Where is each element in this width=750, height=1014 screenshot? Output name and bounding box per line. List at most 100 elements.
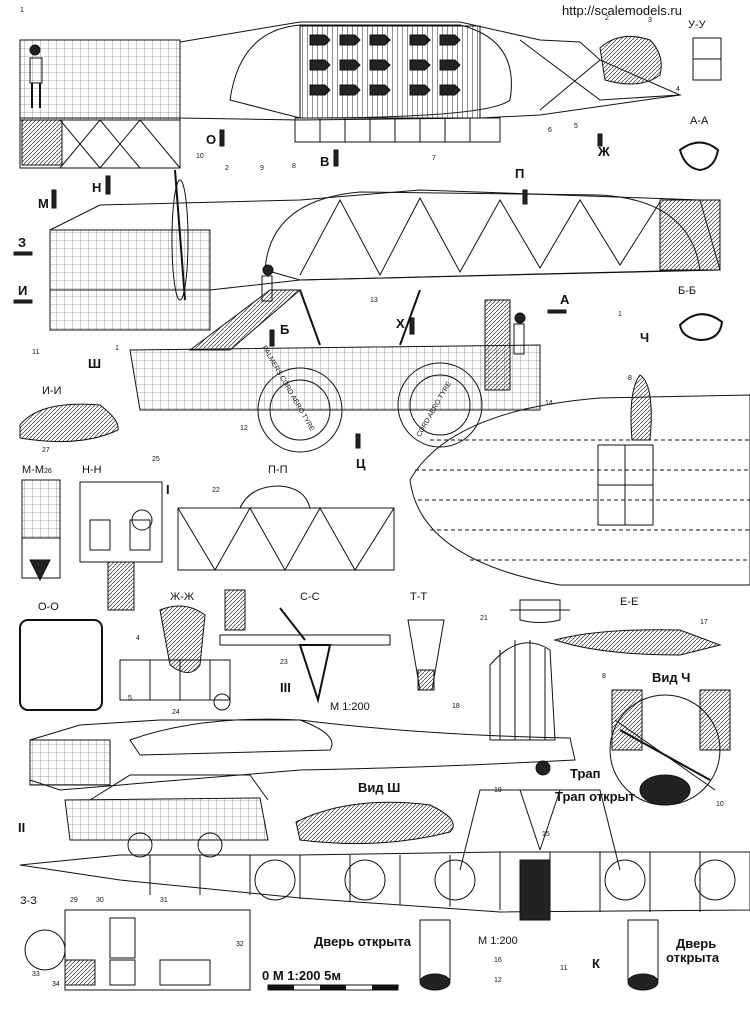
- marker-z: З: [18, 235, 26, 250]
- part-number-6-top: 6: [548, 127, 552, 134]
- view-ch-engine: [609, 689, 731, 806]
- marker-b: Б: [280, 322, 289, 337]
- view-sh-shape: [295, 801, 454, 845]
- door-open-left: Дверь открыта: [314, 934, 412, 949]
- part-number-7-top: 7: [432, 155, 436, 162]
- wing-planform: [409, 374, 750, 623]
- section-label-pp: П-П: [268, 464, 288, 476]
- part-number-16: 16: [494, 957, 502, 964]
- part-number-8: 8: [292, 163, 296, 170]
- section-label-ii: И-И: [42, 385, 61, 397]
- section-zz-shape: [24, 909, 251, 991]
- top-fuselage-cutaway: [19, 21, 682, 169]
- crew-figure-icon: [261, 264, 526, 355]
- marker-zh: Ж: [597, 144, 610, 159]
- part-number-12-b: 12: [494, 977, 502, 984]
- watermark-text: http://scalemodels.ru: [562, 3, 682, 18]
- bottom-wing-plan: [19, 789, 750, 991]
- fuselage-side-view: [49, 169, 721, 453]
- scale-bar-label: 0 М 1:200 5м: [262, 968, 341, 983]
- section-label-ss: С-С: [300, 591, 320, 603]
- part-number-2-top: 2: [605, 15, 609, 22]
- marker-sh: Ш: [88, 356, 101, 371]
- part-number-31: 31: [160, 897, 168, 904]
- part-number-5-zh: 5: [128, 695, 132, 702]
- section-bb-shape: [678, 313, 724, 342]
- section-label-nn: Н-Н: [82, 464, 102, 476]
- roman-marker-one: I: [166, 482, 170, 497]
- crew-figure-icon: [29, 44, 43, 108]
- part-number-12: 12: [240, 425, 248, 432]
- section-label-mm: М-М: [22, 464, 44, 476]
- section-ii-shape: [19, 403, 119, 443]
- section-label-tt: Т-Т: [410, 591, 427, 603]
- part-number-32: 32: [236, 941, 244, 948]
- part-number-21: 21: [480, 615, 488, 622]
- section-pp-shape: [177, 485, 395, 572]
- section-label-bb: Б-Б: [678, 285, 696, 297]
- landing-wheel-left: [257, 367, 343, 453]
- part-number-11: 11: [32, 349, 39, 356]
- part-number-2-side: 2: [225, 165, 229, 172]
- part-number-29: 29: [70, 897, 78, 904]
- part-number-19: 19: [494, 787, 502, 794]
- part-number-33: 33: [32, 971, 40, 978]
- section-aa-shape: [678, 141, 720, 172]
- part-number-10: 10: [196, 153, 204, 160]
- part-number-25: 25: [152, 456, 160, 463]
- part-number-1-side: 1: [115, 345, 119, 352]
- ladder-open-label: Трап открыт: [555, 789, 635, 804]
- part-number-17-ee: 17: [700, 619, 708, 626]
- landing-wheel-right: [397, 362, 483, 448]
- part-number-30: 30: [96, 897, 104, 904]
- part-number-11-b: 11: [560, 965, 567, 972]
- section-zhzh-shape: [119, 589, 246, 701]
- part-number-18: 18: [452, 703, 460, 710]
- watermark-box: [556, 0, 750, 20]
- part-number-1-right: 1: [618, 311, 622, 318]
- marker-ch: Ч: [640, 330, 649, 345]
- marker-ts: Ц: [356, 456, 366, 471]
- marker-p: П: [515, 166, 524, 181]
- part-number-1-top: 1: [20, 7, 24, 14]
- part-number-9: 9: [260, 165, 264, 172]
- section-ee-shape: [553, 629, 722, 656]
- view-sh-label: Вид Ш: [358, 780, 400, 795]
- section-label-oo: О-О: [38, 601, 59, 613]
- marker-x: Х: [396, 316, 405, 331]
- section-label-zz: З-З: [20, 895, 37, 907]
- section-label-aa: А-А: [690, 115, 709, 127]
- marker-k: К: [592, 956, 600, 971]
- roman-marker-three: III: [280, 680, 291, 695]
- marker-v: В: [320, 154, 329, 169]
- part-number-27: 27: [42, 447, 50, 454]
- section-label-zhzh: Ж-Ж: [170, 591, 194, 603]
- part-number-22: 22: [212, 487, 220, 494]
- door-open-right-1: Дверь: [676, 936, 716, 951]
- marker-n: Н: [92, 180, 101, 195]
- marker-o: О: [206, 132, 216, 147]
- marker-a: А: [560, 292, 570, 307]
- side-view-small: [29, 640, 576, 858]
- bomb-rack-icon: [309, 34, 461, 96]
- part-number-8-ch: 8: [602, 673, 606, 680]
- part-number-15: 15: [542, 831, 550, 838]
- part-number-10-ch: 10: [716, 801, 724, 808]
- part-number-23: 23: [280, 659, 288, 666]
- part-number-14: 14: [545, 400, 553, 407]
- marker-m: М: [38, 196, 49, 211]
- view-ch-label: Вид Ч: [652, 670, 690, 685]
- part-number-4-top: 4: [676, 86, 680, 93]
- section-label-uu: У-У: [688, 19, 707, 31]
- part-number-24: 24: [172, 709, 180, 716]
- scale-label-top: М 1:200: [330, 701, 370, 713]
- section-label-ee: Е-Е: [620, 596, 638, 608]
- part-number-34: 34: [52, 981, 60, 988]
- section-oo-shape: [19, 619, 103, 711]
- propeller-blade: [174, 169, 186, 301]
- scale-bar: [267, 984, 399, 991]
- roman-marker-two: II: [18, 820, 25, 835]
- scale-label-bottom: М 1:200: [478, 935, 518, 947]
- part-number-5-top: 5: [574, 123, 578, 130]
